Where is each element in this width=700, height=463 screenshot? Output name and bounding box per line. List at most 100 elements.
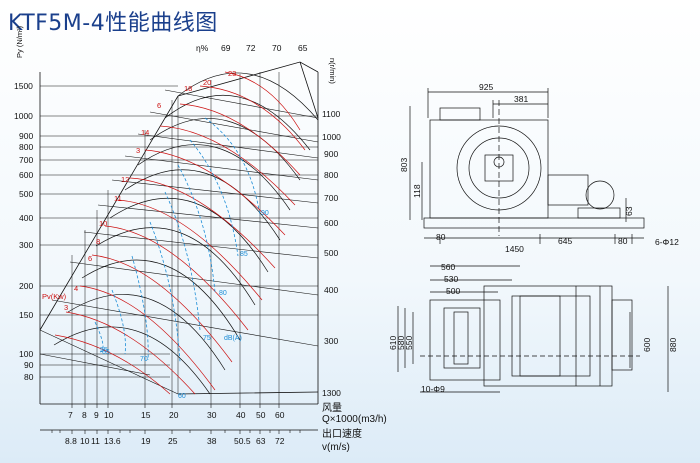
chart-envelope [39, 61, 319, 395]
noise-label: dB(A) [224, 335, 242, 342]
velocity-tick: 8.8 [65, 436, 77, 446]
power-value: 14 [141, 128, 149, 137]
pressure-tick: 200 [19, 281, 33, 291]
flow-tick: 15 [141, 410, 151, 420]
power-value: 20 [203, 78, 211, 87]
velocity-tick: 10 [80, 436, 90, 446]
power-value: 18 [184, 84, 192, 93]
speed-tick: 800 [324, 170, 338, 180]
pressure-tick: 900 [19, 131, 33, 141]
flow-label: 风量 [322, 402, 342, 414]
power-value: 11 [114, 194, 122, 203]
efficiency-tick: 70 [272, 43, 282, 53]
left-ticks: 1500 1000 900 800 700 600 500 400 300 20… [14, 81, 318, 382]
speed-lines [39, 89, 319, 395]
velocity-tick: 11 [91, 436, 100, 446]
dim-880: 880 [668, 338, 678, 352]
efficiency-label: η% [196, 43, 209, 53]
power-value: 3 [136, 146, 140, 155]
power-value: 10 [99, 219, 107, 228]
pressure-tick: 700 [19, 155, 33, 165]
power-curves [54, 71, 306, 395]
noise-curves [94, 117, 261, 363]
pressure-tick: 90 [24, 360, 34, 370]
dim-63: 63 [624, 206, 634, 216]
top-view-drawing [397, 265, 669, 393]
power-value: 23 [228, 69, 236, 78]
power-value: 4 [74, 284, 78, 293]
velocity-ticks: 8.8 10 11 13.6 19 25 38 50.5 63 72 出口速度 … [65, 427, 362, 453]
performance-chart: Pу (N/m²) n(r/min) η% 69 72 70 65 1500 1… [14, 25, 387, 453]
dim-600: 600 [642, 338, 652, 352]
velocity-tick: 72 [275, 436, 285, 446]
efficiency-tick: 65 [298, 43, 308, 53]
flow-tick: 60 [275, 410, 285, 420]
pressure-tick: 150 [19, 310, 33, 320]
dim-6-phi12: 6-Φ12 [655, 237, 679, 247]
dim-580: 580 [396, 336, 406, 350]
dim-550: 550 [404, 336, 414, 350]
noise-labels: 90 85 80 75 dB(A) 70 65 60 55 [100, 210, 269, 400]
velocity-tick: 38 [207, 436, 217, 446]
speed-tick: 1000 [322, 132, 341, 142]
flow-tick: 10 [104, 410, 114, 420]
flow-tick: 7 [68, 410, 73, 420]
power-value: 8 [96, 237, 100, 246]
velocity-tick: 63 [256, 436, 266, 446]
speed-tick: 500 [324, 248, 338, 258]
dim-925: 925 [479, 82, 493, 92]
speed-tick: 400 [324, 285, 338, 295]
power-value: 3 [64, 303, 68, 312]
flow-tick: 30 [207, 410, 217, 420]
dim-530: 530 [444, 274, 458, 284]
dim-610: 610 [388, 336, 398, 350]
noise-value: 80 [219, 290, 227, 297]
dim-118: 118 [412, 184, 422, 198]
pressure-tick: 400 [19, 213, 33, 223]
dim-80: 80 [436, 232, 446, 242]
speed-axis-label: n(r/min) [328, 58, 337, 84]
speed-tick: 600 [324, 218, 338, 228]
pressure-axis-label: Pу (N/m²) [15, 25, 24, 58]
pressure-curves [53, 72, 319, 395]
noise-value: 65 [102, 349, 110, 356]
velocity-label: 出口速度 [322, 427, 362, 440]
flow-ticks: 7 8 9 10 15 20 30 40 50 60 风量 Q×1000(m3/… [68, 402, 387, 425]
dim-1450: 1450 [505, 244, 524, 254]
speed-ticks: 1100 1000 900 800 700 600 500 400 300 13… [322, 109, 341, 398]
power-value: 12 [121, 175, 129, 184]
side-view-dims: 925 381 803 118 80 1450 645 80 63 6-Φ12 [399, 82, 679, 254]
dim-80-right: 80 [618, 236, 628, 246]
noise-value: 60 [178, 393, 186, 400]
power-labels: 23 20 18 6 14 3 12 11 10 8 6 4 3 Pv(Kw) [42, 69, 236, 312]
pressure-tick: 300 [19, 240, 33, 250]
page-title: KTF5M-4性能曲线图 [8, 11, 218, 36]
dim-381: 381 [514, 94, 528, 104]
flow-tick: 40 [236, 410, 246, 420]
power-label: Pv(Kw) [42, 292, 67, 301]
noise-value: 55 [100, 347, 108, 354]
speed-tick: 300 [324, 336, 338, 346]
flow-unit: Q×1000(m3/h) [322, 414, 387, 425]
power-value: 6 [157, 101, 161, 110]
top-view-dims: 560 530 500 610 580 550 600 880 10-Φ9 [388, 262, 678, 394]
speed-tick: 700 [324, 193, 338, 203]
speed-tick: 1300 [322, 388, 341, 398]
flow-tick: 8 [82, 410, 87, 420]
speed-tick: 900 [324, 149, 338, 159]
flow-tick: 9 [94, 410, 99, 420]
noise-value: 85 [240, 251, 248, 258]
side-view-drawing [409, 88, 645, 244]
efficiency-tick: 72 [246, 43, 256, 53]
velocity-tick: 13.6 [104, 436, 121, 446]
pressure-tick: 500 [19, 189, 33, 199]
dim-803: 803 [399, 158, 409, 172]
dim-560: 560 [441, 262, 455, 272]
efficiency-tick: 69 [221, 43, 231, 53]
pressure-tick: 1500 [14, 81, 33, 91]
velocity-tick: 19 [141, 436, 151, 446]
noise-value: 90 [261, 210, 269, 217]
pressure-tick: 800 [19, 142, 33, 152]
pressure-tick: 80 [24, 372, 34, 382]
